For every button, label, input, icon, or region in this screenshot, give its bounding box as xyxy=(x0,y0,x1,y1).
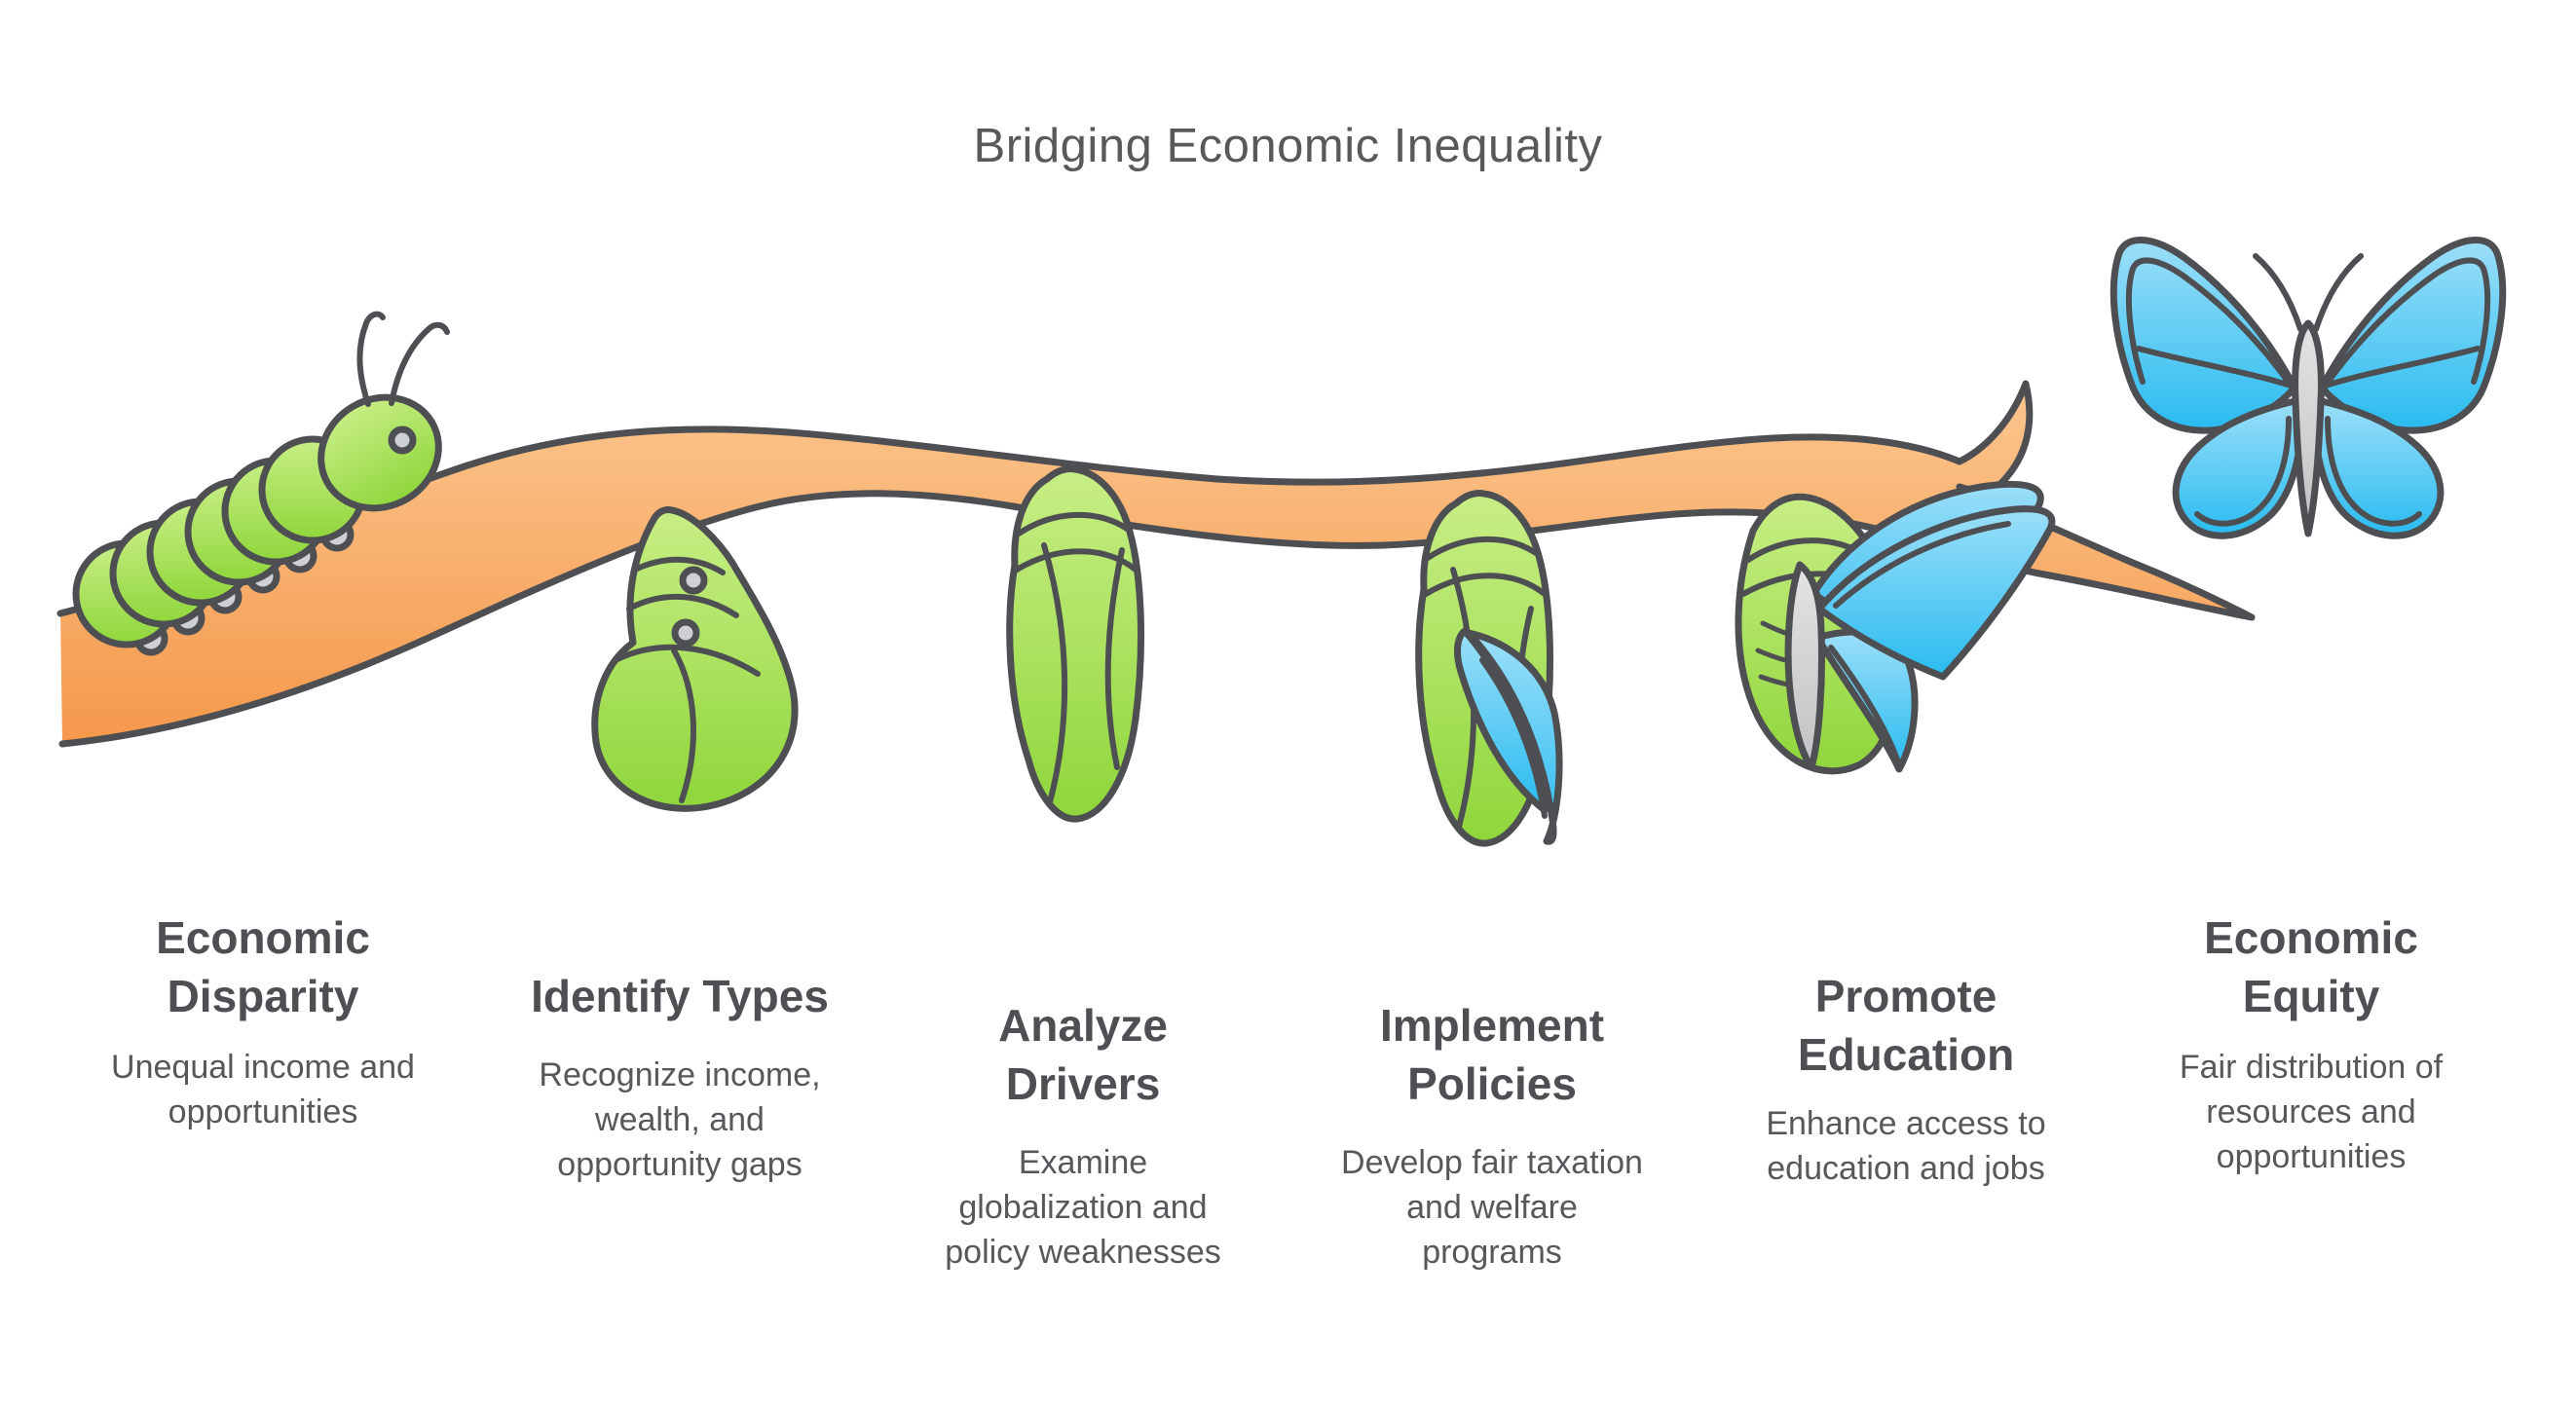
caterpillar-icon xyxy=(72,311,450,656)
stage-description-promote-education: Enhance access to education and jobs xyxy=(1766,1105,2046,1187)
stage-heading: Economic Disparity xyxy=(156,912,370,1021)
stage-label-implement-policies: Implement Policies xyxy=(1283,996,1701,1113)
stage-label-promote-education: Promote Education xyxy=(1697,967,2115,1084)
stage-heading: Identify Types xyxy=(531,971,829,1021)
stage-description-economic-equity: Fair distribution of resources and oppor… xyxy=(2179,1049,2444,1175)
stage-description-economic-disparity: Unequal income and opportunities xyxy=(111,1049,415,1130)
stage-label-analyze-drivers: Analyze Drivers xyxy=(874,996,1292,1113)
chrysalis-wing-emerging-icon xyxy=(1415,490,1563,847)
butterfly-icon xyxy=(2109,237,2507,539)
stage-heading: Analyze Drivers xyxy=(998,1000,1168,1109)
stage-label-identify-types: Identify Types xyxy=(470,967,889,1025)
branch xyxy=(56,380,2256,748)
stage-description-implement-policies: Develop fair taxation and welfare progra… xyxy=(1341,1144,1643,1271)
stage-heading: Promote Education xyxy=(1797,971,2015,1080)
emerging-butterfly-icon xyxy=(1735,480,2056,775)
stage-heading: Economic Equity xyxy=(2204,912,2418,1021)
stage-description-analyze-drivers: Examine globalization and policy weaknes… xyxy=(945,1144,1221,1271)
stage-heading: Implement Policies xyxy=(1379,1000,1605,1109)
stage-label-economic-disparity: Economic Disparity xyxy=(54,908,472,1025)
chrysalis-icon xyxy=(1006,465,1144,823)
stage-label-economic-equity: Economic Equity xyxy=(2102,908,2520,1025)
page-title: Bridging Economic Inequality xyxy=(973,120,1603,172)
stage-description-identify-types: Recognize income, wealth, and opportunit… xyxy=(539,1056,821,1183)
curled-larva-icon xyxy=(591,506,799,812)
